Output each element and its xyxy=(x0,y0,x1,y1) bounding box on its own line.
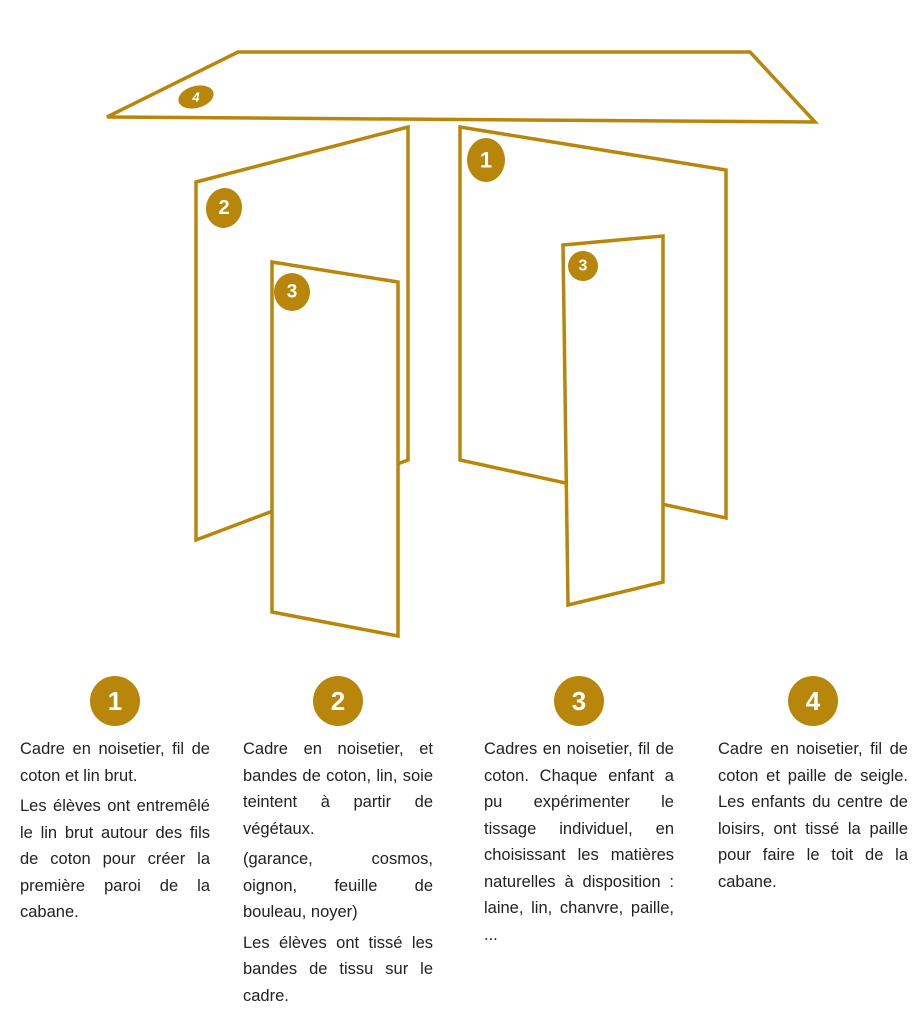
legend-3-text-a: Cadres en noisetier, fil de coton. Chaqu… xyxy=(484,740,674,944)
marker-panel-right: 1 xyxy=(467,138,505,182)
legend-2-text-c: Les élèves ont tissé les bandes de tissu… xyxy=(243,933,433,1005)
marker-roof-label: 4 xyxy=(191,90,200,105)
marker-panel-left: 2 xyxy=(205,188,243,228)
legend-item-2: 2 Cadre en noisetier, et bandes de coton… xyxy=(243,676,433,1013)
marker-door-left: 3 xyxy=(274,273,310,311)
legend-badge-1: 1 xyxy=(90,676,140,726)
legend-1-text-a: Cadre en noisetier, fil de coton et lin … xyxy=(20,740,210,785)
marker-door-right-label: 3 xyxy=(579,258,588,275)
legend-badge-3: 3 xyxy=(554,676,604,726)
marker-panel-right-label: 1 xyxy=(480,148,492,173)
marker-door-left-label: 3 xyxy=(287,282,298,303)
legend-2-text-b: (garance, cosmos, oignon, feuille de bou… xyxy=(243,850,433,921)
legend-4-text-a: Cadre en noisetier, fil de coton et pail… xyxy=(718,740,908,891)
legend-badge-2: 2 xyxy=(313,676,363,726)
legend-badge-4: 4 xyxy=(788,676,838,726)
legend-item-3: 3 Cadres en noisetier, fil de coton. Cha… xyxy=(484,676,674,952)
marker-door-right: 3 xyxy=(568,251,598,281)
legend-1-text-b: Les élèves ont entremêlé le lin brut aut… xyxy=(20,797,210,921)
legend-item-1: 1 Cadre en noisetier, fil de coton et li… xyxy=(20,676,210,930)
cabin-diagram: 4 1 2 3 3 xyxy=(106,50,820,639)
left-door-panel xyxy=(270,259,400,639)
roof-panel xyxy=(106,50,820,124)
legend-2-text-a: Cadre en noisetier, et bandes de coton, … xyxy=(243,740,433,838)
marker-roof: 4 xyxy=(178,85,214,109)
marker-panel-left-label: 2 xyxy=(218,197,229,219)
right-door-panel xyxy=(561,234,665,608)
legend-item-4: 4 Cadre en noisetier, fil de coton et pa… xyxy=(718,676,908,899)
